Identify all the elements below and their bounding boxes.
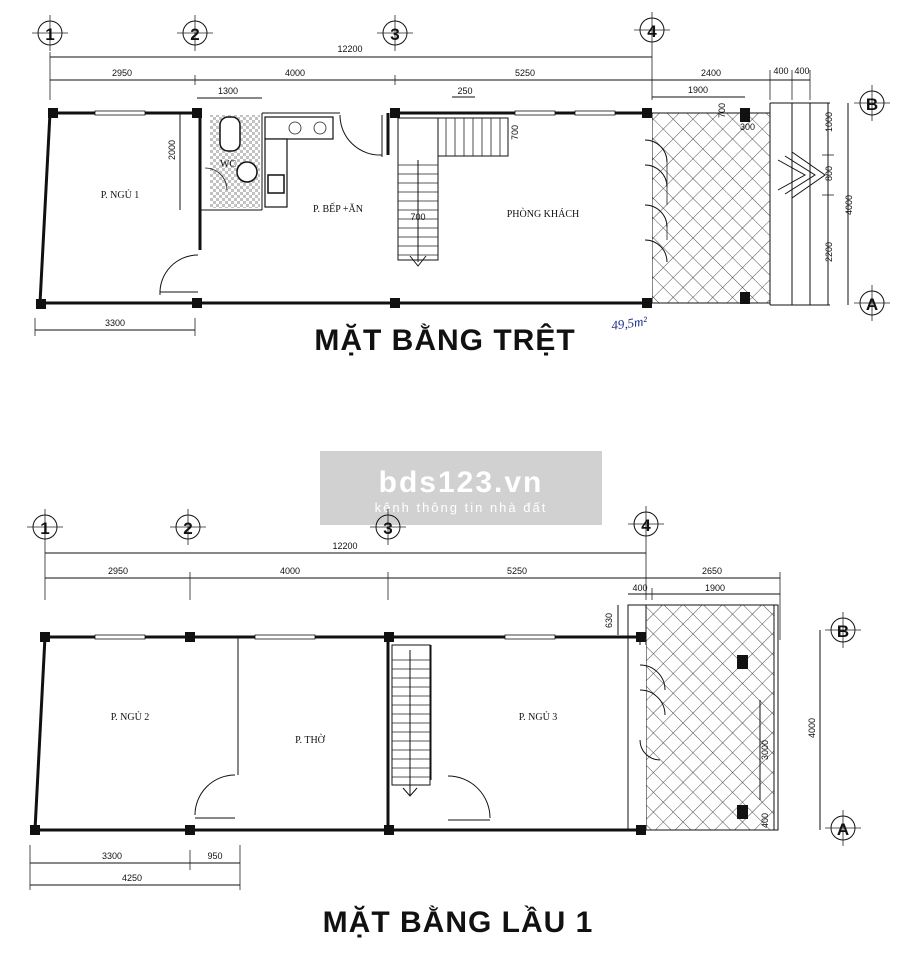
room-living: PHÒNG KHÁCH (507, 208, 580, 220)
axis-bubble-B: B (854, 85, 890, 121)
room-kitchen: P. BẾP +ĂN (313, 202, 363, 215)
bottom-dim-a: 3300 (102, 851, 122, 861)
axis-bubble-3: 3 (370, 509, 406, 545)
first-floor-plan: 1 2 3 4 12200 2950 4000 5250 2650 (27, 506, 861, 939)
stair-width-dim: 700 (410, 212, 425, 222)
balcony-bottom-dim: 400 (760, 813, 770, 828)
watermark: bds123.vn kênh thông tin nhà đất (320, 451, 602, 525)
toilet-icon (219, 116, 241, 152)
axis-bubble-B: B (825, 612, 861, 648)
small-dim-b: 300 (740, 122, 755, 132)
stove-burner-icon (288, 121, 302, 135)
wc-height-dim: 2000 (167, 140, 177, 160)
room-bedroom-3: P. NGỦ 3 (519, 711, 558, 723)
side-dim-3: 2200 (824, 242, 834, 262)
bay-dim-3: 5250 (507, 566, 527, 576)
stair-landing-dim: 700 (510, 125, 520, 140)
svg-text:2: 2 (190, 25, 199, 44)
axis-bubble-2: 2 (170, 509, 206, 545)
small-dim-a: 700 (717, 103, 727, 118)
side-dim-total: 4000 (844, 195, 854, 215)
bay-dim-1: 2950 (108, 566, 128, 576)
axis-bubble-2: 2 (177, 15, 213, 51)
side-dim-1: 1000 (824, 112, 834, 132)
svg-text:4: 4 (647, 22, 657, 41)
watermark-tagline: kênh thông tin nhà đất (375, 500, 548, 515)
wc-width-dim: 1300 (218, 86, 238, 96)
side-dim-total: 4000 (807, 718, 817, 738)
ground-floor-plan: 1 2 3 4 12200 2950 4000 5250 (32, 12, 890, 357)
overall-dim: 12200 (337, 44, 362, 54)
watermark-brand: bds123.vn (379, 466, 544, 499)
bay-dim-2: 4000 (280, 566, 300, 576)
svg-text:3: 3 (390, 25, 399, 44)
axis-bubble-4: 4 (628, 506, 664, 542)
stair-offset-dim: 250 (457, 86, 472, 96)
svg-text:4: 4 (641, 516, 651, 535)
axis-bubble-4: 4 (634, 12, 670, 48)
handwritten-area-note: 49,5m² (610, 313, 649, 333)
ground-porch-tiles (651, 112, 771, 304)
side-dim-2: 800 (824, 166, 834, 181)
svg-text:A: A (837, 820, 849, 839)
first-floor-title: MẶT BẰNG LẦU 1 (323, 905, 594, 939)
svg-text:3: 3 (383, 519, 392, 538)
axis-bubble-A: A (825, 810, 861, 846)
axis-bubble-1: 1 (32, 15, 68, 51)
bottom-dim-b: 950 (207, 851, 222, 861)
balcony-dim-b: 1900 (705, 583, 725, 593)
bay-dim-2: 4000 (285, 68, 305, 78)
svg-text:B: B (866, 95, 878, 114)
room-worship: P. THỜ (295, 734, 326, 746)
balcony-height-dim: 3000 (760, 740, 770, 760)
room-wc: WC (220, 159, 236, 170)
ground-floor-title: MẶT BẰNG TRỆT (314, 323, 575, 357)
stair-ground: 700 (397, 117, 509, 267)
bay-dim-3: 5250 (515, 68, 535, 78)
axis-bubble-1: 1 (27, 509, 63, 545)
porch-dim: 2400 (701, 68, 721, 78)
svg-text:2: 2 (183, 519, 192, 538)
porch-dim-b: 400 (794, 66, 809, 76)
bay-dim-1: 2950 (112, 68, 132, 78)
porch-dim-a: 400 (773, 66, 788, 76)
svg-text:A: A (866, 295, 878, 314)
bottom-dim: 3300 (105, 318, 125, 328)
bottom-dim-total: 4250 (122, 873, 142, 883)
svg-text:B: B (837, 622, 849, 641)
stair-first (391, 644, 431, 797)
porch-inner-dim: 1900 (688, 85, 708, 95)
svg-text:1: 1 (40, 519, 49, 538)
room-bedroom-2: P. NGỦ 2 (111, 711, 150, 723)
balcony-dim-total: 2650 (702, 566, 722, 576)
room-bedroom-1: P. NGỦ 1 (101, 189, 140, 201)
svg-text:1: 1 (45, 25, 54, 44)
overall-dim: 12200 (332, 541, 357, 551)
stove-burner-icon (313, 121, 327, 135)
axis-bubble-3: 3 (377, 15, 413, 51)
kitchen-sink-icon (267, 174, 285, 194)
balcony-tiles (645, 604, 775, 831)
axis-bubble-A: A (854, 285, 890, 321)
balcony-dim-a: 400 (632, 583, 647, 593)
sink-icon (236, 161, 258, 183)
top-offset-dim: 630 (604, 613, 614, 628)
